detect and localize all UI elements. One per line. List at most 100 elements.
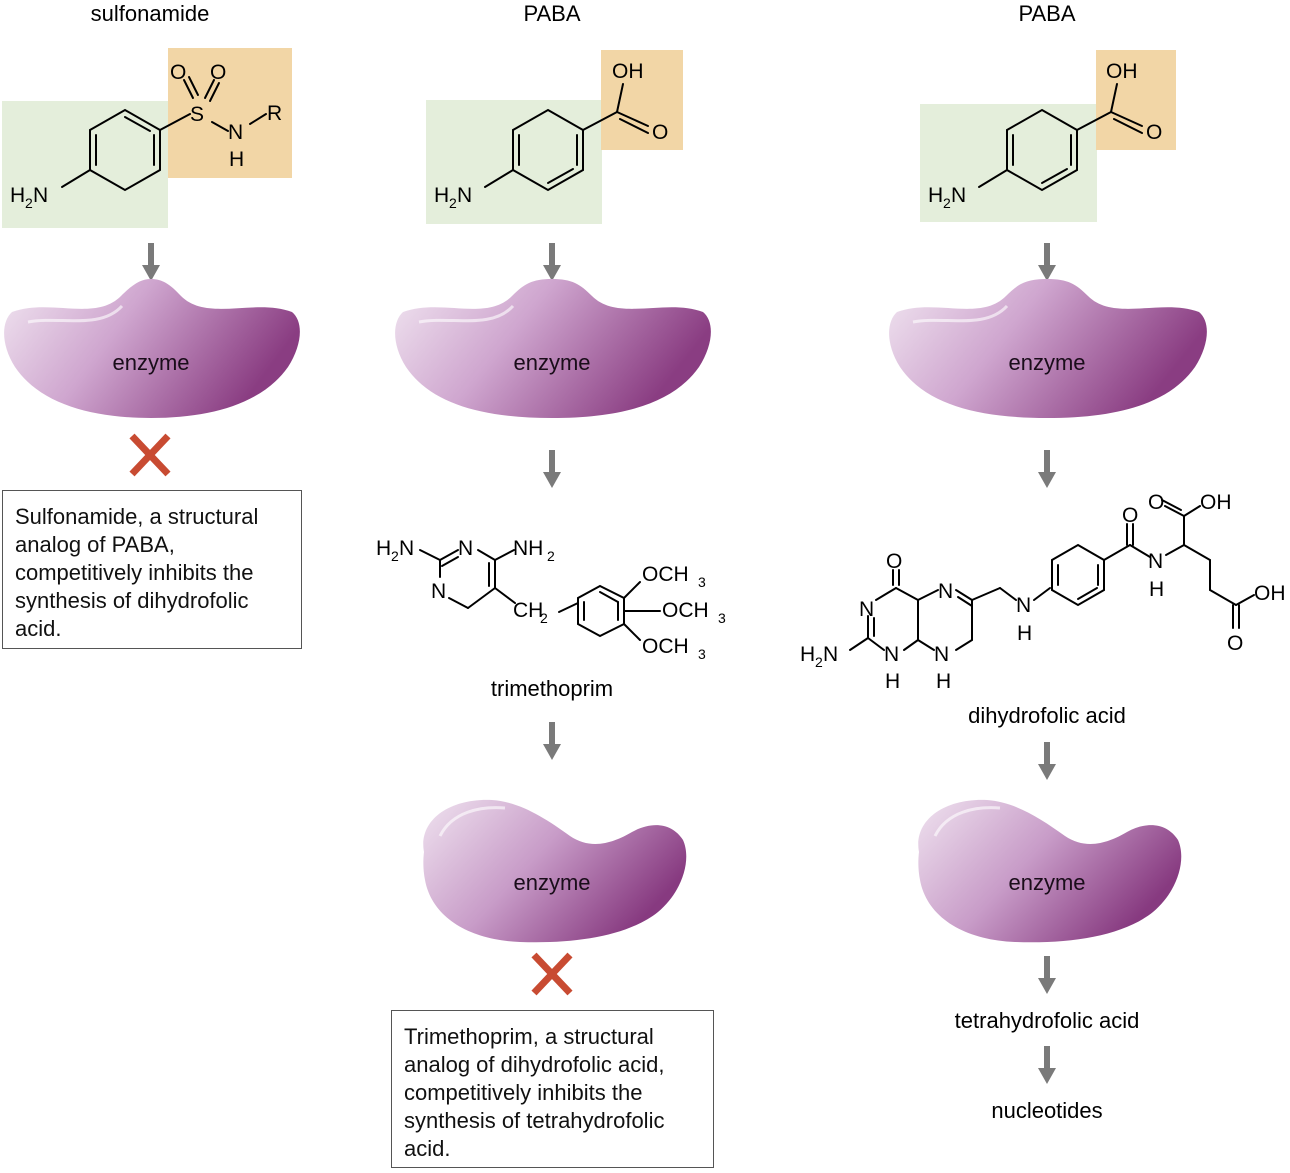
paba-structure-right: H 2 N OH O xyxy=(920,50,1176,222)
amine-sub: 2 xyxy=(25,195,33,211)
enzyme-shape-icon xyxy=(423,799,687,943)
trimethoprim-structure: H 2 N N N NH 2 CH 2 OCH 3 OCH 3 OCH 3 xyxy=(376,537,726,662)
carbonyl-oxygen: O xyxy=(1146,121,1162,144)
enzyme-shape-icon xyxy=(918,799,1182,943)
acid-hydroxyl-1: OH xyxy=(1200,491,1232,514)
nitrogen-atom: N xyxy=(228,121,243,144)
note-line: Sulfonamide, a structural xyxy=(15,504,259,529)
enzyme-shape-icon xyxy=(4,279,300,418)
amine-sub: 2 xyxy=(449,195,457,211)
down-arrow-icon xyxy=(1038,956,1056,994)
sulfonamide-structure: H 2 N S O O N H R xyxy=(2,48,292,228)
acid-oxygen-2: O xyxy=(1227,632,1243,655)
ring-nitrogen-1: N xyxy=(458,537,473,560)
carboxyl-highlight xyxy=(601,50,683,150)
amine-sub: 2 xyxy=(391,548,399,564)
amine-h: H xyxy=(10,184,25,207)
methoxy-2-sub: 3 xyxy=(718,610,726,626)
ring-h-2: H xyxy=(936,670,951,693)
note-line: synthesis of dihydrofolic xyxy=(15,588,249,613)
para-aminophenyl-highlight xyxy=(2,101,168,228)
sulfonyl-group-highlight xyxy=(168,48,292,178)
note-line: acid. xyxy=(15,616,62,641)
dihydrofolic-acid-structure: O N N H N N H H 2 N N H O N H O OH OH O xyxy=(800,491,1286,693)
down-arrow-icon xyxy=(1038,243,1056,281)
column-2-title: PABA xyxy=(523,1,580,26)
amide-n: N xyxy=(1148,550,1163,573)
down-arrow-icon xyxy=(543,450,561,488)
methoxy-1-sub: 3 xyxy=(698,574,706,590)
note-line: synthesis of tetrahydrofolic xyxy=(404,1108,665,1133)
trimethoprim-note: Trimethoprim, a structural analog of dih… xyxy=(391,1010,714,1168)
hydrogen-atom: H xyxy=(229,148,244,171)
keto-oxygen: O xyxy=(886,550,902,573)
amine-n: N xyxy=(33,184,48,207)
amine-n: N xyxy=(823,643,838,666)
methoxy-3-sub: 3 xyxy=(698,646,706,662)
down-arrow-icon xyxy=(1038,450,1056,488)
enzyme-label: enzyme xyxy=(1008,350,1085,375)
ring-n-4: N xyxy=(934,643,949,666)
carbonyl-oxygen: O xyxy=(652,121,668,144)
tetrahydrofolic-acid-label: tetrahydrofolic acid xyxy=(955,1008,1140,1033)
cross-icon xyxy=(129,433,171,477)
nh2-sub: 2 xyxy=(547,548,555,564)
amine-h: H xyxy=(434,184,449,207)
ring-n-1: N xyxy=(859,598,874,621)
amine-sub: 2 xyxy=(943,195,951,211)
enzyme-label: enzyme xyxy=(513,350,590,375)
sulfur-atom: S xyxy=(190,103,204,126)
enzyme-label: enzyme xyxy=(1008,870,1085,895)
down-arrow-icon xyxy=(543,243,561,281)
enzyme-label: enzyme xyxy=(513,870,590,895)
nucleotides-label: nucleotides xyxy=(991,1098,1102,1123)
ch2-sub: 2 xyxy=(540,610,548,626)
oxygen-atom-2: O xyxy=(210,61,226,84)
ring-n-3: N xyxy=(938,580,953,603)
note-line: analog of PABA, xyxy=(15,532,175,557)
enzyme-shape-icon xyxy=(395,279,711,418)
enzyme-shape-icon xyxy=(889,279,1207,418)
methoxy-2: OCH xyxy=(662,599,709,622)
acid-oxygen-1: O xyxy=(1148,491,1164,514)
down-arrow-icon xyxy=(543,722,561,760)
bridge-n: N xyxy=(1016,594,1031,617)
oxygen-atom-1: O xyxy=(170,61,186,84)
hydroxyl: OH xyxy=(612,60,644,83)
paba-structure-middle: H 2 N OH O xyxy=(426,50,683,224)
acid-hydroxyl-2: OH xyxy=(1254,582,1286,605)
note-line: competitively inhibits the xyxy=(404,1080,643,1105)
amine-n: N xyxy=(399,537,414,560)
trimethoprim-label: trimethoprim xyxy=(491,676,613,701)
amide-oxygen: O xyxy=(1122,504,1138,527)
nh2-n: NH xyxy=(513,537,543,560)
column-1-title: sulfonamide xyxy=(91,1,210,26)
note-line: competitively inhibits the xyxy=(15,560,254,585)
down-arrow-icon xyxy=(1038,742,1056,780)
amide-h: H xyxy=(1149,578,1164,601)
note-line: analog of dihydrofolic acid, xyxy=(404,1052,665,1077)
amine-h: H xyxy=(928,184,943,207)
column-3-title: PABA xyxy=(1018,1,1075,26)
sulfonamide-note: Sulfonamide, a structural analog of PABA… xyxy=(2,490,302,649)
cross-icon xyxy=(531,952,573,996)
ring-n-2: N xyxy=(884,643,899,666)
ch2-group: CH xyxy=(513,599,543,622)
amine-h: H xyxy=(376,537,391,560)
hydroxyl: OH xyxy=(1106,60,1138,83)
down-arrow-icon xyxy=(142,243,160,281)
amine-h: H xyxy=(800,643,815,666)
amine-n: N xyxy=(457,184,472,207)
note-line: Trimethoprim, a structural xyxy=(404,1024,654,1049)
methoxy-1: OCH xyxy=(642,563,689,586)
amine-sub: 2 xyxy=(815,654,823,670)
carboxyl-highlight xyxy=(1096,50,1176,150)
ring-nitrogen-2: N xyxy=(431,580,446,603)
methoxy-3: OCH xyxy=(642,635,689,658)
amine-n: N xyxy=(951,184,966,207)
dihydrofolic-acid-label: dihydrofolic acid xyxy=(968,703,1126,728)
r-group: R xyxy=(267,102,282,125)
enzyme-label: enzyme xyxy=(112,350,189,375)
